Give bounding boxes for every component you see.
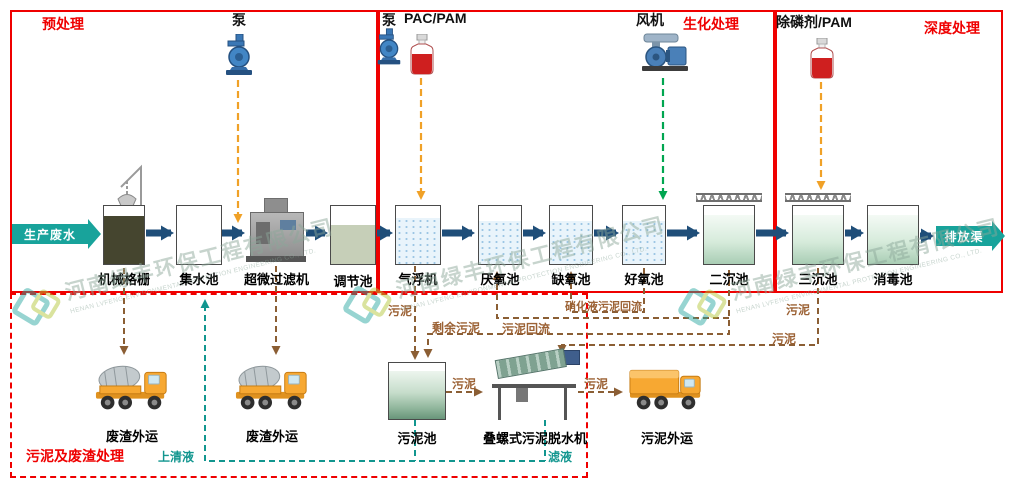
- inlet-label: 生产废水: [23, 227, 76, 242]
- pump2-label: 泵: [382, 12, 396, 28]
- tank-anaerobic: [478, 205, 522, 265]
- flow-label-sludge-cake-out: 污泥: [584, 377, 609, 391]
- water-fill: [331, 224, 375, 264]
- pump-icon: [376, 28, 402, 71]
- tank-label: 好氧池: [624, 272, 664, 287]
- flow-label-supernatant: 上清液: [158, 450, 195, 464]
- tank-label: 二沉池: [709, 272, 749, 287]
- tank-sludge-pool: [388, 362, 446, 420]
- ultrafilter-machine-icon: [246, 196, 306, 266]
- tank-mechanical-grid: [103, 205, 145, 265]
- sludge-line-nitrified-return: [566, 268, 645, 313]
- tank-anoxic: [549, 205, 593, 265]
- blower-icon: [640, 30, 690, 77]
- outlet-arrow: 排放渠: [936, 221, 1005, 251]
- phosphorus-bottle-icon: [808, 37, 836, 85]
- flow-label-excess-sludge: 剩余污泥: [432, 321, 481, 335]
- tank-label: 三沉池: [798, 272, 838, 287]
- sludge-line-excess: [423, 270, 730, 358]
- tank-disinfection: [867, 205, 919, 265]
- flow-label-filtrate: 滤液: [548, 450, 573, 464]
- mixer-truck-icon: [94, 356, 172, 419]
- scraper-bridge-icon: [785, 193, 851, 202]
- sludge-line-tertiary: [557, 268, 819, 354]
- region-label-advanced: 深度处理: [924, 20, 980, 36]
- pac-pam-label: PAC/PAM: [404, 10, 467, 26]
- scraper-bridge-icon: [696, 193, 762, 202]
- tank-collection: [176, 205, 222, 265]
- tank-flotation: [395, 205, 441, 265]
- water-fill: [550, 220, 592, 264]
- flow-label-nitrified-return: 硝化液污泥回流: [565, 301, 642, 313]
- pump-icon: [224, 33, 254, 81]
- region-advanced: [775, 10, 1003, 293]
- truck1-label: 废渣外运: [105, 429, 158, 444]
- phosphorus-label: 除磷剂/PAM: [776, 14, 852, 30]
- region-label-biochemical: 生化处理: [683, 16, 739, 32]
- tank-label: 调节池: [333, 274, 373, 289]
- outlet-label: 排放渠: [944, 229, 984, 244]
- region-pretreatment: [10, 10, 378, 293]
- flow-label-sludge-flotation: 污泥: [388, 304, 413, 318]
- tank-label: 气浮机: [398, 272, 438, 287]
- water-fill: [396, 217, 440, 264]
- tank-regulating: [330, 205, 376, 265]
- truck2-label: 废渣外运: [245, 429, 298, 444]
- tank-label: 缺氧池: [551, 272, 591, 287]
- sludge-pool-label: 污泥池: [397, 431, 437, 446]
- pac-bottle-icon: [408, 33, 436, 81]
- water-fill: [623, 220, 665, 264]
- water-fill: [104, 216, 144, 264]
- blower-label: 风机: [636, 12, 664, 28]
- tank-secondary-sedimentation: [703, 205, 755, 265]
- region-biochemical: [378, 10, 775, 293]
- tank-tertiary-sedimentation: [792, 205, 844, 265]
- dewaterer-label: 叠螺式污泥脱水机: [482, 431, 587, 446]
- pump1-label: 泵: [232, 12, 246, 28]
- flow-label-sludge-right-v: 污泥: [786, 303, 811, 317]
- tank-label: 集水池: [179, 272, 219, 287]
- water-fill: [793, 214, 843, 264]
- water-fill: [479, 220, 521, 264]
- water-fill: [704, 214, 754, 264]
- water-fill: [389, 371, 445, 419]
- screw-press-machine-icon: [486, 348, 582, 422]
- tank-label: 机械格栅: [97, 272, 150, 287]
- tank-label: 厌氧池: [480, 272, 520, 287]
- mixer-truck-icon: [234, 356, 312, 419]
- flow-label-sludge-return: 污泥回流: [502, 322, 551, 336]
- flow-label-sludge-pool-out: 污泥: [452, 377, 477, 391]
- sludge-line-return: [492, 271, 729, 319]
- box-truck-icon: [628, 358, 706, 419]
- flow-label-sludge-right-h: 污泥: [772, 332, 797, 346]
- inlet-arrow: 生产废水: [12, 219, 101, 249]
- truck3-label: 污泥外运: [640, 431, 693, 446]
- tank-aerobic: [622, 205, 666, 265]
- grab-crane-icon: [117, 164, 142, 211]
- water-fill: [868, 214, 918, 264]
- tank-label: 消毒池: [873, 272, 913, 287]
- region-label-pretreatment: 预处理: [42, 16, 84, 32]
- tank-label: 超微过滤机: [243, 272, 309, 287]
- region-sludge: [10, 293, 588, 478]
- liquid-line-return-to-sump: [200, 299, 545, 462]
- region-label-sludge: 污泥及废渣处理: [26, 448, 124, 464]
